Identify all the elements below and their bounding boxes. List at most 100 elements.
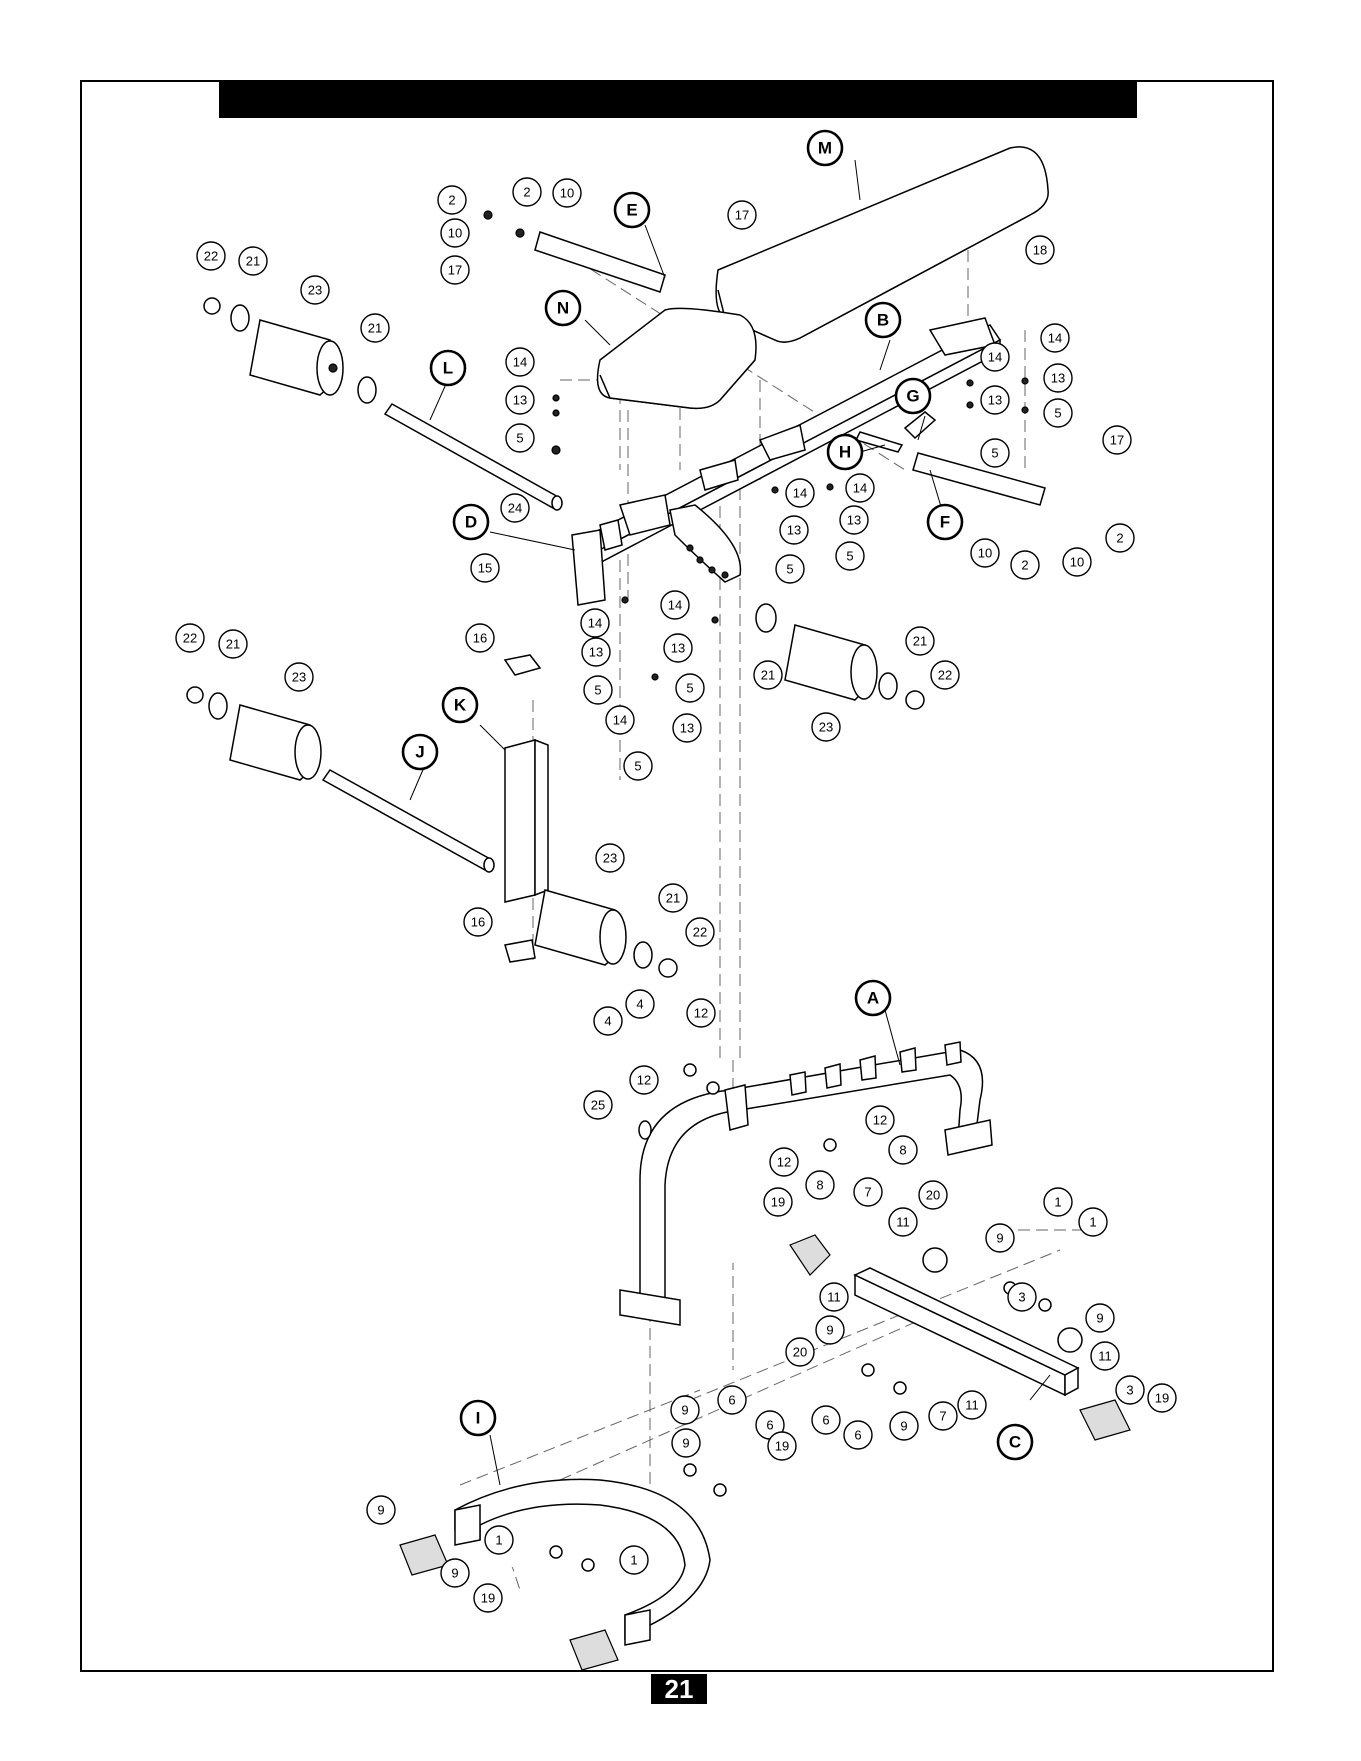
item-callout-2: 2 [1106,524,1134,552]
item-callout-23: 23 [596,844,624,872]
callout-text: G [906,387,919,406]
part-label-i: I [461,1401,495,1435]
item-callout-2: 2 [438,186,466,214]
callout-text: 12 [694,1006,708,1021]
callout-text: 8 [816,1178,823,1193]
item-callout-6: 6 [718,1386,746,1414]
part-label-d: D [454,505,488,539]
callout-text: 13 [513,393,527,408]
callout-text: 22 [693,925,707,940]
item-callout-1: 1 [1044,1188,1072,1216]
callout-text: 19 [771,1195,785,1210]
item-callout-9: 9 [890,1412,918,1440]
callout-text: H [839,443,851,462]
roller-top-left [204,298,376,403]
item-callout-23: 23 [301,276,329,304]
item-callout-7: 7 [929,1402,957,1430]
item-callout-12: 12 [687,999,715,1027]
roller-mid-left [187,687,321,780]
callout-text: C [1009,1433,1021,1452]
callout-text: 13 [589,645,603,660]
item-callout-13: 13 [981,386,1009,414]
cross-member-c [855,1268,1078,1395]
callout-text: A [867,989,879,1008]
item-callout-10: 10 [553,179,581,207]
part-label-h: H [828,435,862,469]
item-callout-11: 11 [889,1208,917,1236]
item-callout-21: 21 [361,314,389,342]
callout-text: J [415,743,424,762]
callout-text: 5 [1054,406,1061,421]
item-callout-7: 7 [854,1178,882,1206]
callout-text: 12 [637,1073,651,1088]
callout-text: D [465,513,477,532]
item-callout-3: 3 [1008,1283,1036,1311]
item-callout-8: 8 [806,1171,834,1199]
item-callout-22: 22 [931,661,959,689]
item-callout-4: 4 [594,1007,622,1035]
item-callout-14: 14 [786,479,814,507]
item-callout-21: 21 [239,247,267,275]
callout-text: 19 [775,1439,789,1454]
callout-text: 14 [668,598,682,613]
callout-text: 5 [846,549,853,564]
callout-text: 21 [246,254,260,269]
callout-text: 20 [793,1345,807,1360]
callout-text: 10 [448,226,462,241]
callout-text: 3 [1018,1290,1025,1305]
item-callout-5: 5 [836,542,864,570]
item-callout-9: 9 [816,1316,844,1344]
callout-text: 8 [899,1143,906,1158]
item-callout-13: 13 [840,506,868,534]
callout-text: 1 [630,1553,637,1568]
part-label-m: M [808,131,842,165]
callout-text: 10 [560,186,574,201]
callout-text: 3 [1126,1383,1133,1398]
roller-mid-right [756,604,924,709]
item-callout-13: 13 [664,634,692,662]
callout-text: 7 [864,1185,871,1200]
item-callout-3: 3 [1116,1376,1144,1404]
item-callout-22: 22 [176,624,204,652]
callout-text: N [557,299,569,318]
item-callout-10: 10 [1063,548,1091,576]
callout-text: 1 [495,1533,502,1548]
item-callout-5: 5 [624,752,652,780]
callout-text: 14 [1048,331,1062,346]
callout-text: 16 [473,631,487,646]
callout-text: 2 [1116,531,1123,546]
part-label-c: C [998,1425,1032,1459]
item-callout-1: 1 [1079,1208,1107,1236]
item-callout-2: 2 [513,178,541,206]
callout-text: 6 [822,1413,829,1428]
page-number: 21 [651,1674,707,1704]
callout-text: 20 [926,1188,940,1203]
callout-text: 13 [671,641,685,656]
callout-text: 23 [292,670,306,685]
item-callout-21: 21 [906,627,934,655]
callout-text: 1 [1054,1195,1061,1210]
callout-text: 21 [913,634,927,649]
item-callout-12: 12 [866,1106,894,1134]
item-callout-12: 12 [630,1066,658,1094]
callout-text: 18 [1033,243,1047,258]
callout-text: B [877,311,889,330]
item-callout-12: 12 [770,1148,798,1176]
callout-text: 12 [873,1113,887,1128]
item-callout-9: 9 [441,1559,469,1587]
callout-text: K [454,696,467,715]
callout-text: 10 [978,546,992,561]
item-callout-13: 13 [673,714,701,742]
callout-text: I [476,1409,481,1428]
item-callout-14: 14 [506,348,534,376]
callout-text: 22 [204,249,218,264]
callout-text: 2 [1021,558,1028,573]
part-label-f: F [928,505,962,539]
seat-pad [598,308,756,408]
callout-text: 9 [451,1566,458,1581]
callout-text: 5 [634,759,641,774]
part-label-k: K [443,688,477,722]
callout-text: 23 [819,720,833,735]
callout-text: 6 [766,1418,773,1433]
item-callout-10: 10 [441,219,469,247]
